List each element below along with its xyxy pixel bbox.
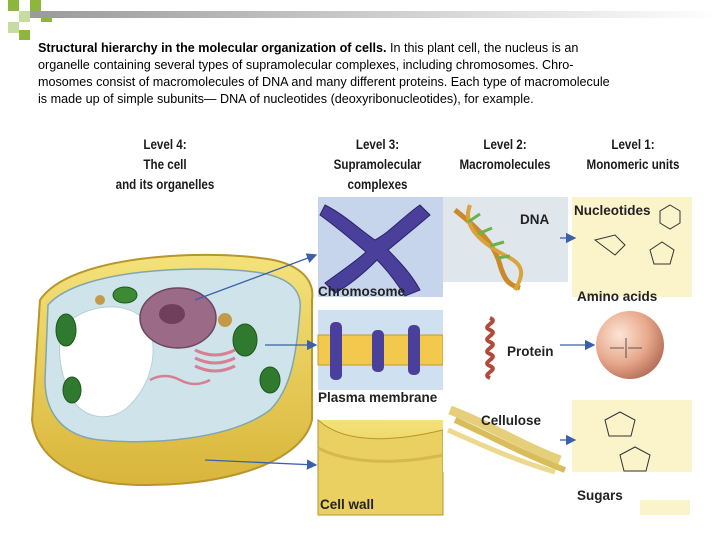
level1-number: Level 1: <box>611 137 655 152</box>
sugar-ring-shape <box>604 411 651 472</box>
level2-header: Level 2: Macromolecules <box>449 135 561 175</box>
deco-square <box>19 30 30 40</box>
level3-title: Supramolecular <box>333 157 422 172</box>
label-nucleotides: Nucleotides <box>574 203 651 218</box>
membrane-protein-shape <box>330 322 342 380</box>
level4-number: Level 4: <box>143 137 187 152</box>
deco-square <box>30 0 41 11</box>
level1-header: Level 1: Monomeric units <box>577 135 689 175</box>
arrow-nucleus-to-chromosome <box>194 253 318 301</box>
caption-line-1: In this plant cell, the nucleus is an <box>386 41 579 55</box>
dna-helix-shape <box>453 208 521 291</box>
deco-square <box>8 0 19 11</box>
caption-line-2: organelle containing several types of su… <box>38 58 574 72</box>
header-rule <box>30 11 720 18</box>
level2-title: Macromolecules <box>459 157 551 172</box>
protein-helix-shape <box>485 316 495 380</box>
level3-number: Level 3: <box>355 137 400 152</box>
sugar-panel <box>572 400 692 472</box>
amino-acid-sphere-shape <box>596 311 664 379</box>
hierarchy-arrows <box>194 232 596 470</box>
protein-panel <box>443 310 568 390</box>
cellulose-fiber-shape <box>448 405 562 465</box>
level4-title: The cell <box>143 157 187 172</box>
header-decoration <box>8 0 720 40</box>
caption-line-3: mosomes consist of macromolecules of DNA… <box>38 75 610 89</box>
label-plasma-membrane: Plasma membrane <box>318 390 438 405</box>
deco-square <box>8 22 19 33</box>
level2-number: Level 2: <box>483 137 527 152</box>
nucleotide-panel <box>572 197 692 297</box>
dna-panel <box>443 197 568 282</box>
label-protein: Protein <box>507 344 554 359</box>
level1-title: Monomeric units <box>586 157 680 172</box>
figure-caption: Structural hierarchy in the molecular or… <box>38 40 688 108</box>
label-sugars: Sugars <box>577 488 623 503</box>
chromosome-shape <box>319 204 431 297</box>
label-cellulose: Cellulose <box>481 413 542 428</box>
label-chromosome: Chromosome <box>318 284 406 299</box>
level4-subtitle: and its organelles <box>115 177 215 192</box>
label-amino-acids: Amino acids <box>577 289 658 304</box>
caption-line-4: is made up of simple subunits— DNA of nu… <box>38 92 534 106</box>
level3-header: Level 3: Supramolecular complexes <box>319 135 435 195</box>
caption-title: Structural hierarchy in the molecular or… <box>38 41 387 55</box>
label-dna: DNA <box>520 212 550 227</box>
deco-square <box>19 11 30 22</box>
arrow-cell-to-wall <box>204 459 318 470</box>
plant-cell-illustration <box>30 253 314 487</box>
label-cell-wall: Cell wall <box>320 497 375 512</box>
level3-subtitle: complexes <box>347 177 408 192</box>
level4-header: Level 4: The cell and its organelles <box>105 135 225 195</box>
nucleotide-structure-shape <box>593 204 681 265</box>
